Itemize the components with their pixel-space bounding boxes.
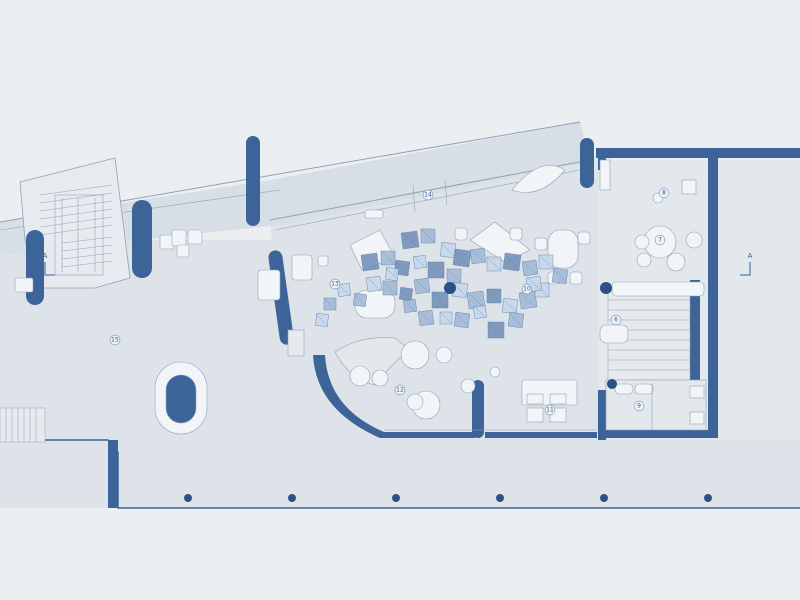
room-7-label: 7: [658, 237, 662, 244]
ceiling-tile-diagonal: [486, 288, 502, 304]
ceiling-tile-diagonal: [486, 256, 502, 272]
ceiling-tile-diagonal: [454, 312, 470, 328]
ceiling-tile-diagonal: [315, 313, 329, 327]
room-15-label: 15: [111, 337, 119, 344]
ceiling-tile-diagonal: [440, 242, 456, 258]
ceiling-tile-diagonal: [323, 297, 337, 311]
ceiling-tile-diagonal: [439, 311, 453, 325]
ceiling-tile-diagonal: [403, 299, 417, 313]
ceiling-tile-diagonal: [380, 250, 396, 266]
ceiling-tile-diagonal: [487, 321, 505, 339]
ceiling-tile-diagonal: [502, 298, 518, 314]
room-14-label: 14: [424, 192, 432, 199]
ceiling-tile-diagonal: [470, 248, 486, 264]
ceiling-tile-diagonal: [399, 287, 413, 301]
small-stair: [0, 407, 46, 443]
room-labels: 6 7 8 9 10 11 12 13 14 15: [109, 187, 670, 416]
ceiling-tile-diagonal: [382, 280, 398, 296]
ceiling-tile-cluster: [314, 228, 569, 339]
ceiling-tile-diagonal: [394, 260, 410, 276]
ceiling-tile-diagonal: [420, 228, 436, 244]
staircase-upper-left: [19, 157, 131, 289]
ceiling-tile-diagonal: [473, 305, 487, 319]
ceiling-tile-diagonal: [526, 276, 542, 292]
ceiling-tile-diagonal: [431, 291, 449, 309]
ceiling-tile-diagonal: [503, 253, 521, 271]
ceiling-tile-diagonal: [519, 291, 537, 309]
ceiling-tile-diagonal: [522, 260, 538, 276]
columns: [184, 282, 712, 502]
ceiling-tile-diagonal: [401, 231, 419, 249]
ceiling-tile-diagonal: [366, 276, 382, 292]
ceiling-tile-diagonal: [413, 255, 427, 269]
section-marker-left: A: [43, 252, 55, 276]
room-6-label: 6: [614, 317, 618, 324]
ceiling-tile-diagonal: [446, 268, 462, 284]
ceiling-tile-diagonal: [427, 261, 445, 279]
furniture: [14, 159, 705, 435]
ceiling-tile-diagonal: [353, 293, 367, 307]
room-8-label: 8: [662, 190, 666, 197]
section-marker-right-letter: A: [748, 252, 753, 260]
room-10-label: 10: [523, 286, 531, 293]
ceiling-tile-diagonal: [552, 268, 568, 284]
ceiling-tile-diagonal: [361, 253, 379, 271]
ceiling-tile-diagonal: [385, 267, 399, 281]
ceiling-tile-diagonal: [467, 291, 485, 309]
section-marker-left-letter: A: [43, 252, 48, 260]
restroom: [605, 379, 707, 431]
room-9-label: 9: [637, 403, 641, 410]
ceiling-tile-diagonal: [453, 249, 471, 267]
room-11-label: 11: [546, 407, 554, 414]
ceiling-tile-diagonal: [418, 310, 434, 326]
room-13-label: 13: [331, 281, 339, 288]
ceiling-tile-diagonal: [414, 278, 430, 294]
room-12-label: 12: [396, 387, 404, 394]
ceiling-tile-diagonal: [508, 312, 524, 328]
section-marker-right: A: [740, 252, 753, 276]
ceiling-tile-diagonal: [337, 283, 351, 297]
ceiling-tile-diagonal: [538, 254, 554, 270]
